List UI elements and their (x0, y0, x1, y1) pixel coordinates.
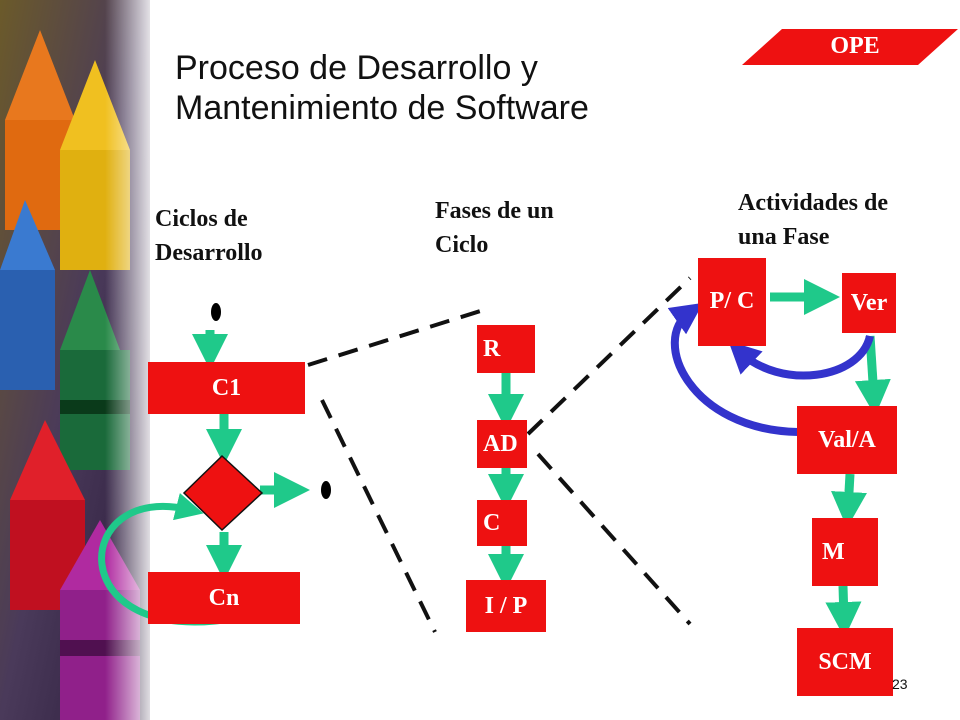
dashed-line-3 (526, 276, 692, 436)
phase-ad-label: AD (483, 430, 518, 457)
feedback-arrow-ver-to-pc (728, 334, 874, 380)
cycle-c1-box: C1 (148, 362, 305, 414)
activity-scm-label: SCM (818, 648, 872, 675)
title-line-1: Proceso de Desarrollo y (175, 49, 538, 87)
phases-heading: Fases de un Ciclo (435, 194, 554, 262)
activity-ver-box: Ver (842, 273, 896, 333)
phases-heading-line-2: Ciclo (435, 232, 489, 258)
feedback-arrow-val-to-pc (667, 302, 799, 436)
activity-m-label: M (822, 538, 845, 565)
cycle-c1-label: C1 (211, 374, 242, 401)
activities-heading: Actividades de una Fase (738, 186, 888, 254)
phase-ip-box: I / P (466, 580, 546, 632)
activity-pc-label: P/ C (709, 288, 755, 314)
dashed-line-2 (320, 399, 437, 633)
dashed-line-4 (536, 452, 692, 626)
phase-c-label: C (483, 509, 501, 536)
cycle-cn-box: Cn (148, 572, 300, 624)
activities-heading-line-2: una Fase (738, 224, 830, 250)
cycles-heading-line-1: Ciclos de (155, 206, 248, 232)
title-line-2: Mantenimiento de Software (175, 89, 589, 127)
end-dot (321, 481, 331, 499)
phases-heading-line-1: Fases de un (435, 198, 554, 224)
phase-c-box: C (477, 500, 527, 546)
cycle-cn-label: Cn (208, 584, 240, 611)
ope-badge-shape (742, 29, 958, 65)
arrow-val-to-m (831, 473, 867, 528)
decision-diamond (182, 454, 264, 532)
phase-r-box: R (477, 325, 535, 373)
phase-ip-label: I / P (484, 592, 528, 619)
activity-pc-box: P/ C (698, 258, 766, 346)
phase-r-label: R (483, 335, 501, 362)
activity-val-box: Val/A (797, 406, 897, 474)
cycles-heading: Ciclos de Desarrollo (155, 202, 263, 270)
activity-m-box: M (812, 518, 878, 586)
activity-val-label: Val/A (818, 426, 876, 453)
activity-scm-box: SCM (797, 628, 893, 696)
activity-ver-label: Ver (850, 289, 888, 316)
activities-heading-line-1: Actividades de (738, 190, 888, 216)
page-number: 23 (892, 676, 908, 692)
arrow-ver-to-val (854, 335, 891, 416)
ope-badge: OPE (830, 33, 880, 59)
crayons-decorative-image (0, 0, 150, 720)
start-dot (211, 303, 221, 321)
cycles-heading-line-2: Desarrollo (155, 240, 263, 266)
phase-ad-box: AD (477, 420, 527, 468)
arrow-m-to-scm (825, 585, 862, 638)
dashed-line-1 (307, 306, 491, 367)
slide-title: Proceso de Desarrollo y Mantenimiento de… (175, 48, 589, 128)
